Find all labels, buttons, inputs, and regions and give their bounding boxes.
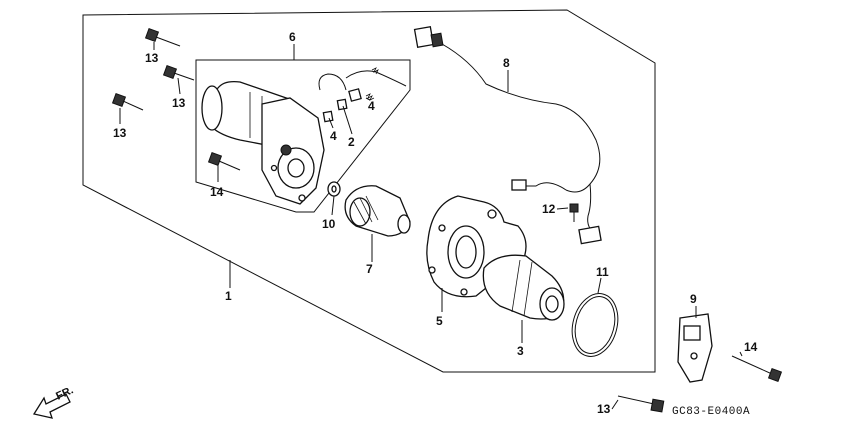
- callout-3: 3: [517, 344, 524, 358]
- callout-4-left: 4: [330, 129, 337, 143]
- motor-subassembly-outline: [195, 59, 411, 213]
- callout-10: 10: [322, 217, 336, 231]
- callout-1: 1: [225, 289, 232, 303]
- callout-4-right: 4: [368, 99, 375, 113]
- callout-8: 8: [503, 56, 510, 70]
- washer-10: [327, 181, 341, 197]
- bolt-13-top: [144, 27, 181, 47]
- callout-11: 11: [596, 265, 609, 279]
- brush-assembly: [318, 67, 407, 123]
- bolt-13-middle: [162, 64, 195, 81]
- callout-14-bottom: 13: [597, 402, 611, 416]
- front-direction-arrow: FR.: [32, 384, 75, 419]
- callout-2: 2: [348, 135, 355, 149]
- bolt-12: [569, 203, 579, 222]
- bolt-14-bottom: [617, 395, 665, 413]
- callout-6: 6: [289, 30, 296, 44]
- callout-13-left: 13: [113, 126, 127, 140]
- o-ring-11: [571, 293, 619, 357]
- starter-clutch-7: [344, 185, 411, 237]
- bolt-13-lower: [207, 151, 241, 171]
- bracket-9: [677, 313, 713, 383]
- bolt-13-left: [111, 92, 144, 111]
- bolt-14-right: [731, 355, 783, 383]
- callout-5: 5: [436, 314, 443, 328]
- front-direction-label: FR.: [54, 384, 75, 402]
- starter-motor: [201, 80, 325, 205]
- diagram-code: GC83-E0400A: [672, 406, 750, 418]
- callout-14-right: 14: [744, 340, 758, 354]
- callout-13-lower: 14: [210, 185, 224, 199]
- callout-13-middle: 13: [172, 96, 186, 110]
- callout-9: 9: [690, 292, 697, 306]
- assembly-outline: [82, 9, 656, 373]
- callout-7: 7: [366, 262, 373, 276]
- callout-13-top: 13: [145, 51, 159, 65]
- cover-3: [482, 254, 565, 321]
- leader-lines: [119, 42, 743, 410]
- wire-harness-8: [413, 25, 602, 245]
- callout-12: 12: [542, 202, 556, 216]
